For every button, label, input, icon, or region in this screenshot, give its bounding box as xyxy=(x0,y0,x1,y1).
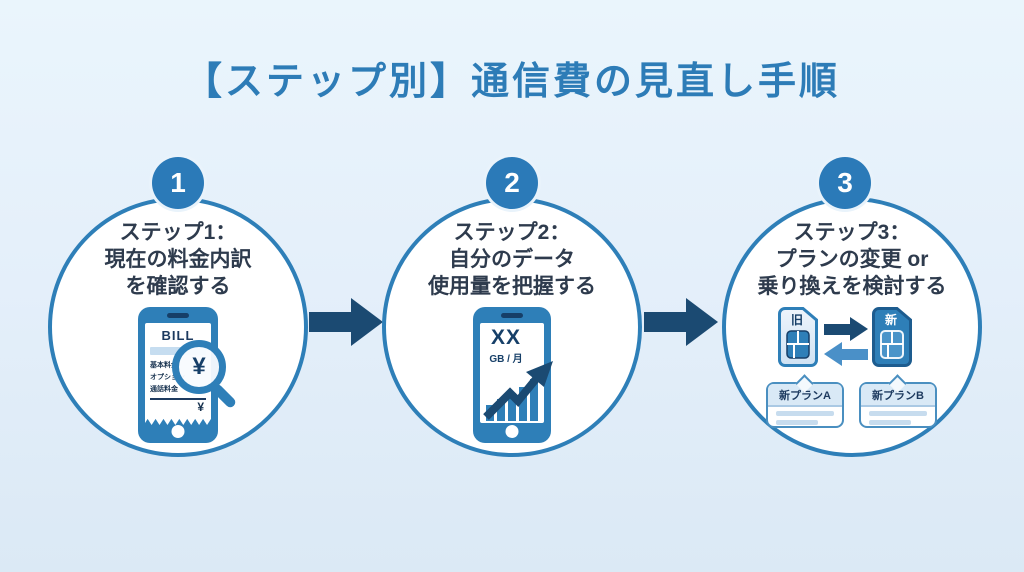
swap-arrow-head xyxy=(824,342,842,366)
step-3-heading-line1: ステップ3： xyxy=(793,221,911,244)
plan-b-label: 新プランB xyxy=(861,384,935,407)
bill-total-symbol: ¥ xyxy=(197,400,204,414)
new-sim-label: 新 xyxy=(885,312,897,327)
flow-arrow-right-icon xyxy=(644,298,718,346)
step-1-heading-line1: ステップ1： xyxy=(119,221,237,244)
step-1-heading: ステップ1： 現在の料金内訳 を確認する xyxy=(52,219,304,300)
magnifier-icon: ¥ xyxy=(172,340,226,394)
phone-home-button xyxy=(505,425,519,438)
phone-home-button xyxy=(171,425,185,438)
step-3-heading-line3: 乗り換えを検討する xyxy=(757,275,947,298)
step-2-heading: ステップ2： 自分のデータ 使用量を把握する xyxy=(386,219,638,300)
new-sim-icon: 新 xyxy=(872,307,912,367)
swap-arrow-left-icon xyxy=(824,342,870,366)
plan-card-text-line xyxy=(776,411,834,416)
phone-speaker xyxy=(167,313,189,318)
step-1-heading-line2: 現在の料金内訳 xyxy=(104,248,252,271)
old-sim-icon: 旧 xyxy=(778,307,818,367)
data-usage-phone-icon: XX GB / 月 xyxy=(473,307,553,443)
swap-arrow-shaft xyxy=(842,349,868,360)
step-3-badge: 3 xyxy=(819,157,871,209)
old-sim-label: 旧 xyxy=(791,313,803,327)
step-1-circle: ステップ1： 現在の料金内訳 を確認する BILL 基本料金 オプション 通話料… xyxy=(48,197,308,457)
bill-item: 基本料金 xyxy=(150,362,178,369)
flow-arrow-shaft xyxy=(644,312,686,332)
bill-divider xyxy=(150,398,206,400)
step-1-badge: 1 xyxy=(152,157,204,209)
flow-arrow-head xyxy=(686,298,718,346)
usage-bar xyxy=(519,387,527,421)
step-2-circle: ステップ2： 自分のデータ 使用量を把握する XX GB / 月 xyxy=(382,197,642,457)
bill-header-label: BILL xyxy=(161,328,195,343)
trend-up-arrow-icon xyxy=(483,361,553,420)
step-1-heading-line3: を確認する xyxy=(125,275,231,298)
plan-card-text-line xyxy=(869,411,927,416)
usage-bar xyxy=(508,393,516,421)
page-title: 【ステップ別】通信費の見直し手順 xyxy=(183,61,840,103)
step-3-heading: ステップ3： プランの変更 or 乗り換えを検討する xyxy=(726,219,978,300)
plan-card-a: 新プランA xyxy=(766,374,844,428)
data-unit-label: GB / 月 xyxy=(489,354,523,365)
data-amount-label: XX xyxy=(490,326,521,349)
plan-card-text-line xyxy=(869,420,911,425)
usage-bar xyxy=(530,379,538,421)
bill-item: オプション xyxy=(150,374,185,381)
step-2-heading-line2: 自分のデータ xyxy=(449,248,575,271)
flow-arrow-right-icon xyxy=(309,298,383,346)
step-2-heading-line1: ステップ2： xyxy=(453,221,571,244)
step-3-heading-line2: プランの変更 or xyxy=(775,248,929,271)
swap-arrow-right-icon xyxy=(824,317,870,341)
phone-speaker xyxy=(501,313,523,318)
plan-a-label: 新プランA xyxy=(768,384,842,407)
data-usage-screen: XX GB / 月 xyxy=(480,323,553,423)
step-2-badge: 2 xyxy=(486,157,538,209)
bill-phone-icon: BILL 基本料金 オプション 通話料金 ¥ ¥ xyxy=(138,307,238,443)
plan-card-text-line xyxy=(776,420,818,425)
bill-item: 通話料金 xyxy=(150,386,178,393)
swap-arrow-shaft xyxy=(824,324,850,335)
plan-card-b: 新プランB xyxy=(859,374,937,428)
step-3-circle: ステップ3： プランの変更 or 乗り換えを検討する 旧 新 xyxy=(722,197,982,457)
flow-arrow-head xyxy=(351,298,383,346)
flow-arrow-shaft xyxy=(309,312,351,332)
usage-bar xyxy=(497,399,505,421)
step-2-heading-line3: 使用量を把握する xyxy=(428,275,596,298)
yen-symbol: ¥ xyxy=(192,353,206,380)
swap-arrow-head xyxy=(850,317,868,341)
